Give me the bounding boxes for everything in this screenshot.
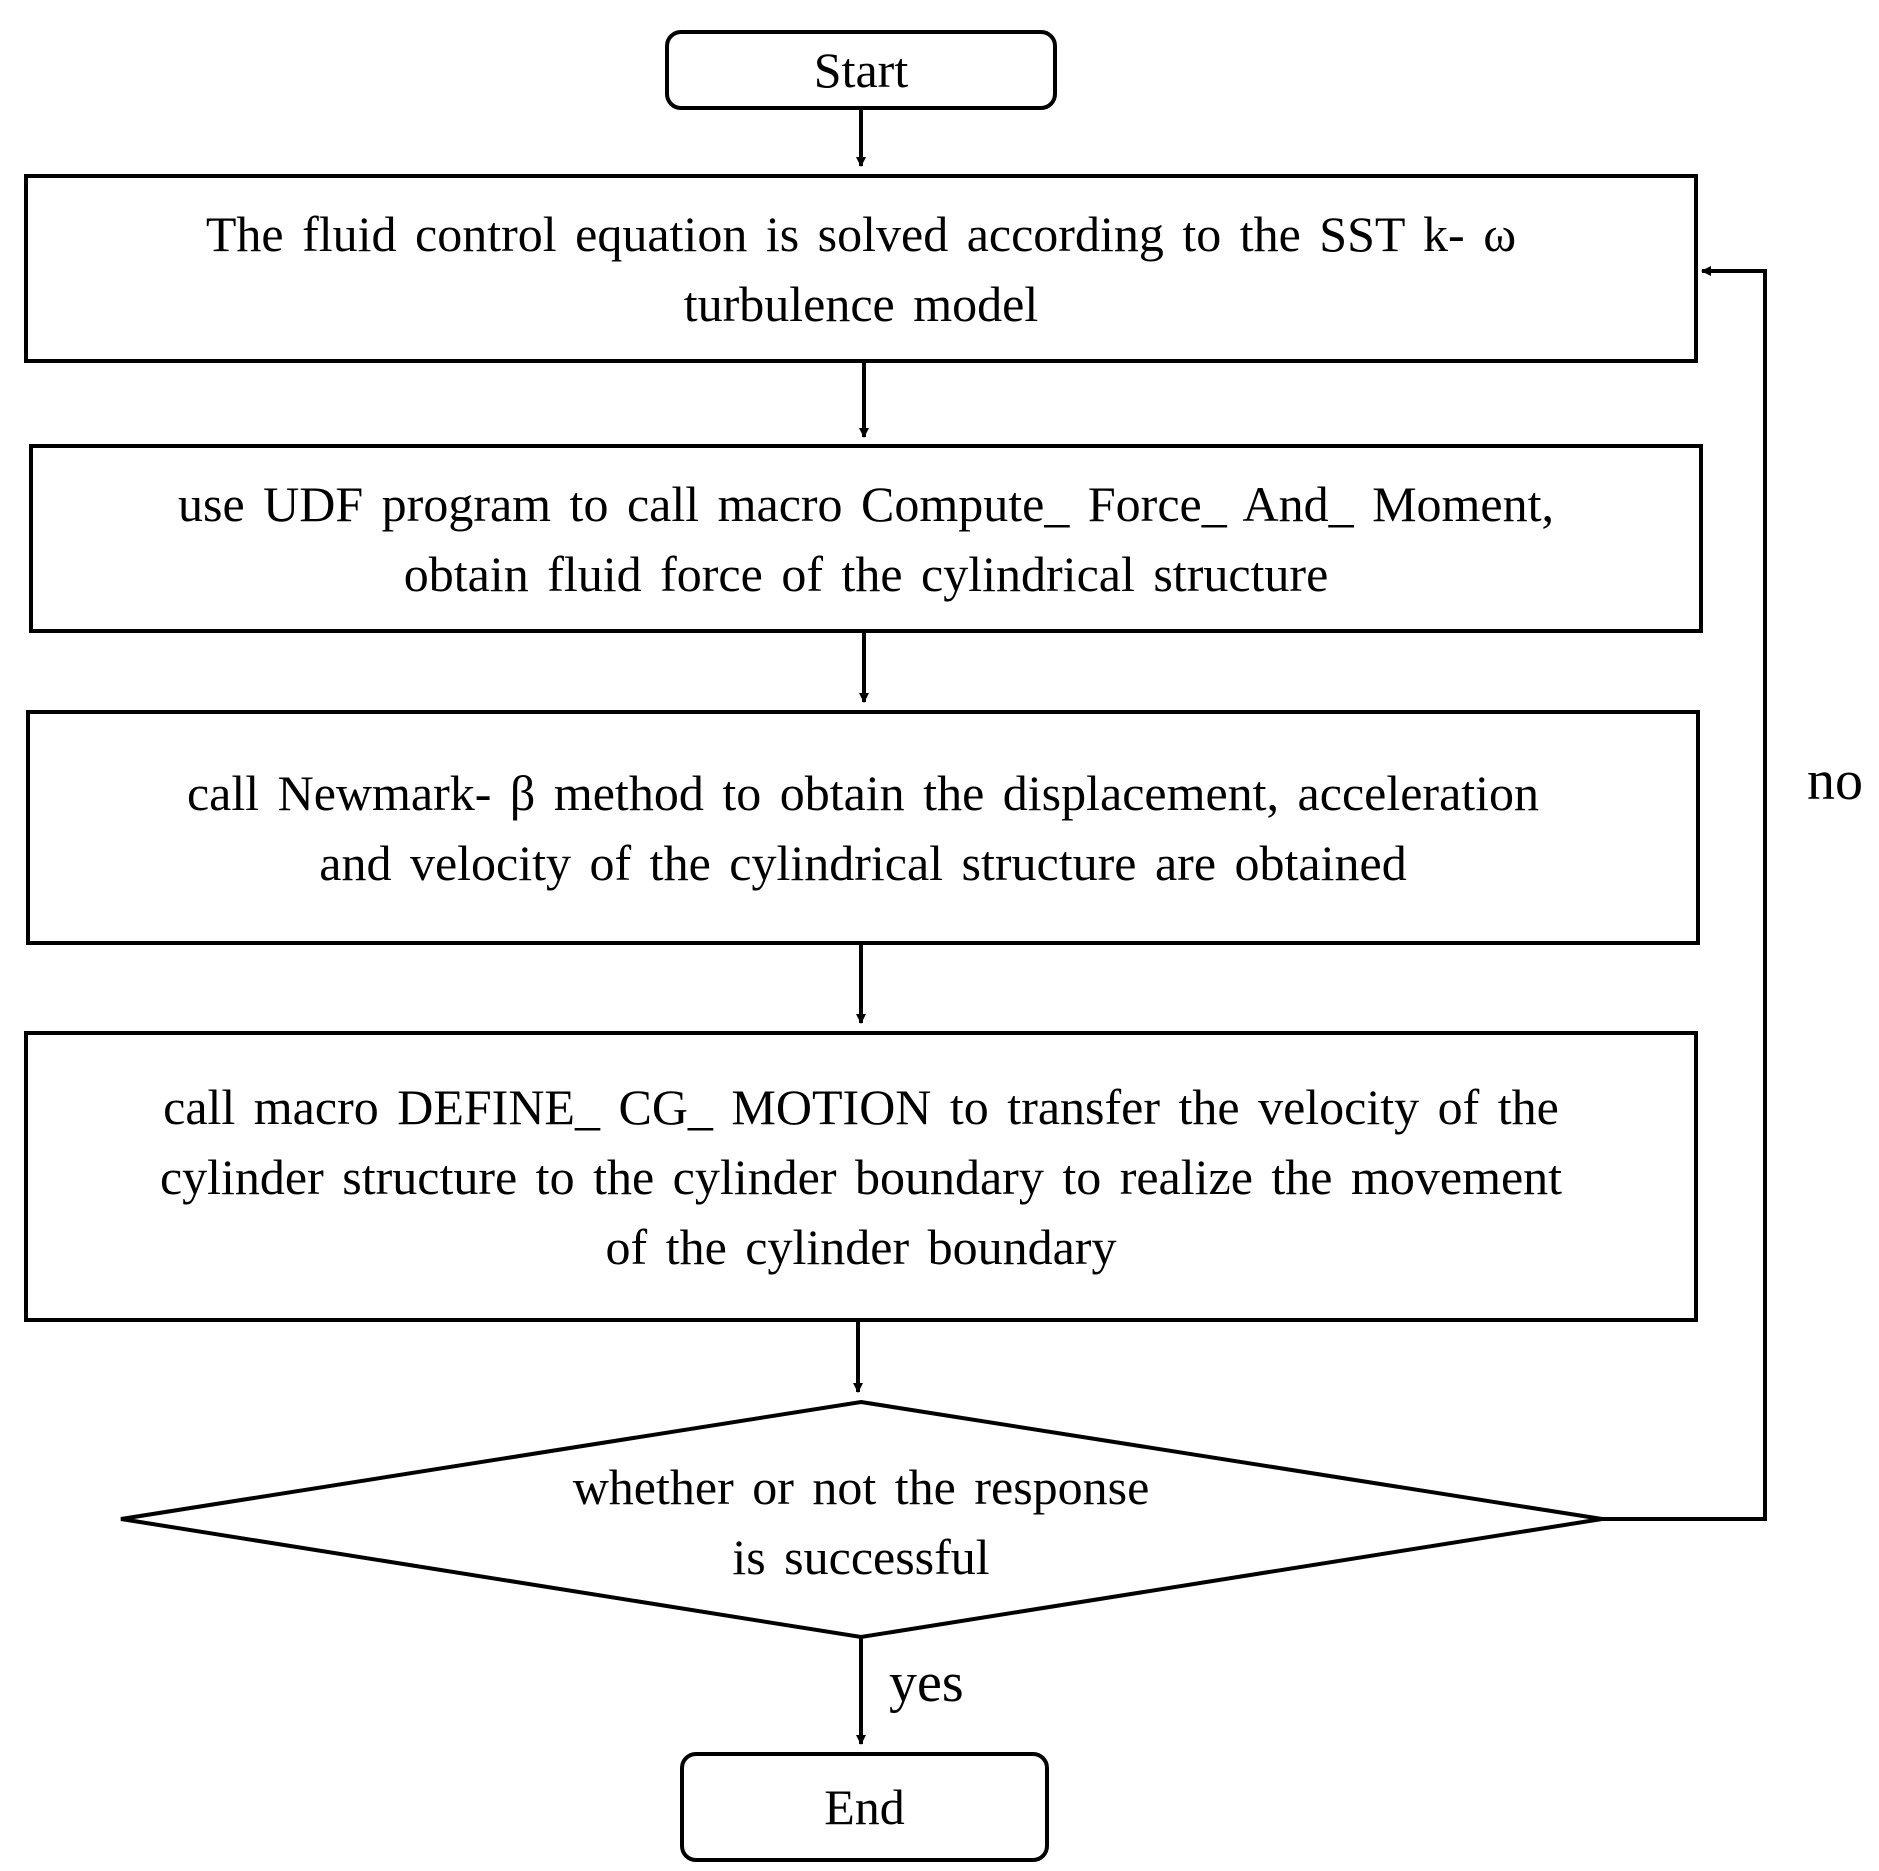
decision-line1: whether or not the response — [572, 1459, 1150, 1515]
step4-line2: cylinder structure to the cylinder bound… — [159, 1148, 1563, 1205]
step3-line2: and velocity of the cylindrical structur… — [319, 834, 1407, 891]
end-terminal: End — [680, 1752, 1049, 1862]
process-step-define-cg-motion: call macro DEFINE_ CG_ MOTION to transfe… — [24, 1031, 1698, 1322]
edge-label-yes: yes — [889, 1652, 964, 1714]
decision-line2: is successful — [732, 1529, 990, 1585]
start-label: Start — [813, 42, 909, 98]
step1-line1: The fluid control equation is solved acc… — [205, 205, 1517, 262]
end-label: End — [824, 1779, 905, 1835]
process-step-solve-fluid-equation: The fluid control equation is solved acc… — [24, 174, 1698, 363]
decision-label: whether or not the response is successfu… — [461, 1452, 1261, 1592]
start-terminal: Start — [665, 30, 1057, 110]
step2-line2: obtain fluid force of the cylindrical st… — [403, 545, 1329, 602]
arrow-decision-loop-to-step1 — [1602, 266, 1767, 1521]
step2-line1: use UDF program to call macro Compute_ F… — [178, 475, 1554, 532]
step4-line3: of the cylinder boundary — [605, 1218, 1117, 1275]
process-step-compute-fluid-force: use UDF program to call macro Compute_ F… — [29, 444, 1703, 633]
edge-label-no: no — [1807, 750, 1863, 812]
step3-line1: call Newmark- β method to obtain the dis… — [186, 764, 1540, 821]
step4-line1: call macro DEFINE_ CG_ MOTION to transfe… — [163, 1078, 1559, 1135]
step1-line2: turbulence model — [683, 275, 1039, 332]
process-step-newmark-method: call Newmark- β method to obtain the dis… — [26, 710, 1700, 945]
